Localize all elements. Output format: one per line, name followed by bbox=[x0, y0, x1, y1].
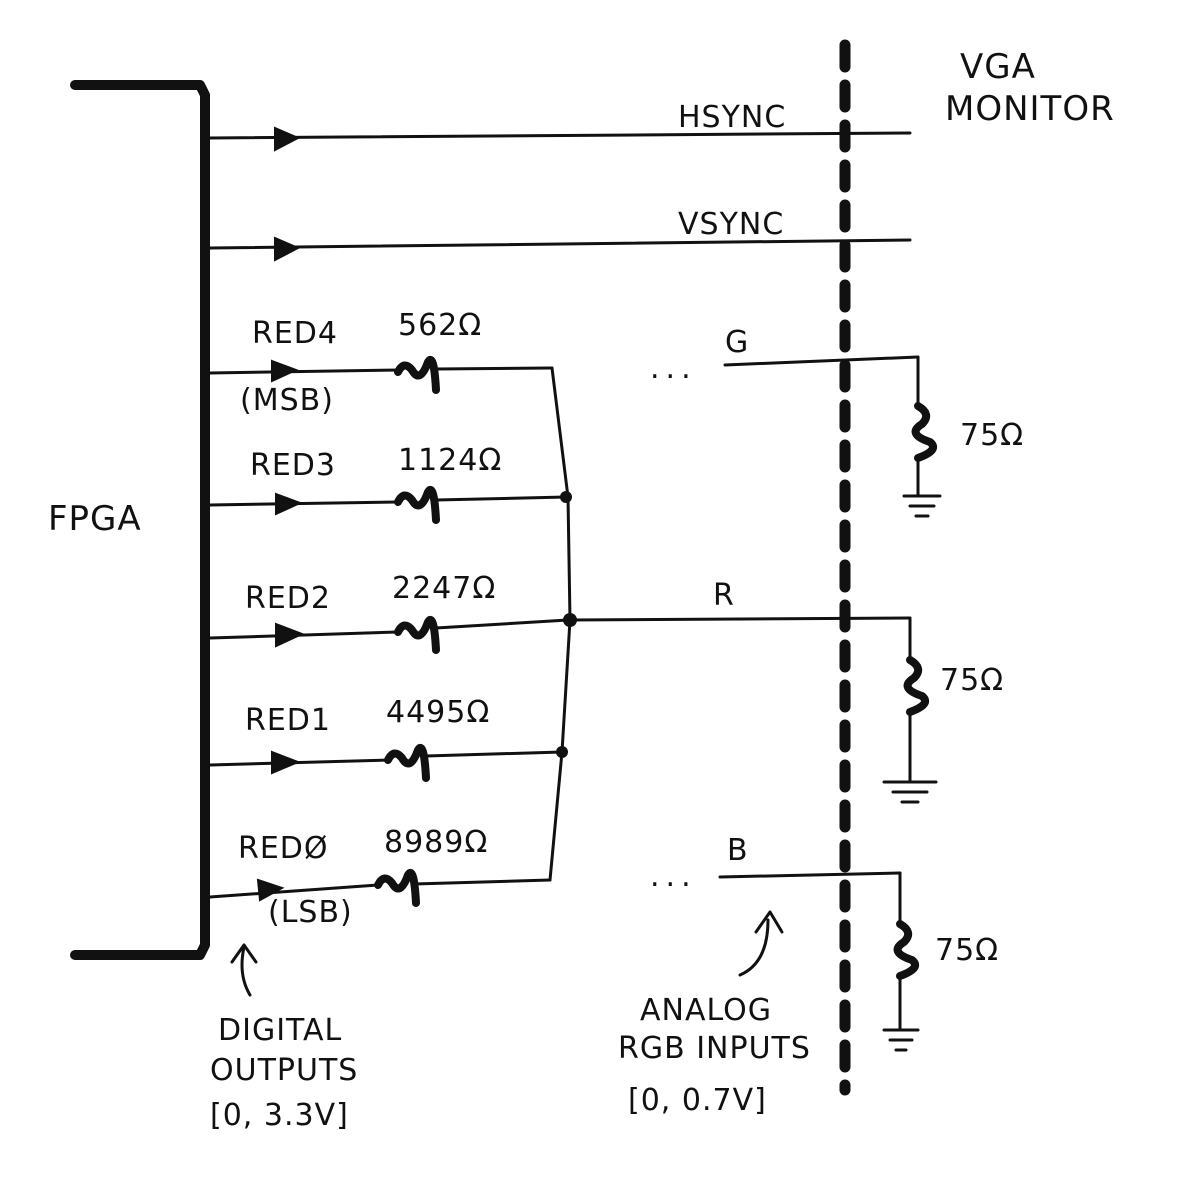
fpga-label: FPGA bbox=[48, 499, 142, 539]
red4-resistor-value: 562Ω bbox=[398, 308, 482, 343]
r-wire bbox=[568, 616, 912, 622]
red3-label: RED3 bbox=[250, 448, 336, 483]
monitor-title-line2: MONITOR bbox=[945, 89, 1115, 129]
red3-resistor bbox=[394, 486, 440, 524]
r-label: R bbox=[713, 578, 735, 613]
red1-wire-out bbox=[424, 750, 564, 758]
red3-arrow-icon bbox=[275, 492, 303, 516]
b-termination-value: 75Ω bbox=[935, 933, 999, 968]
red4-resistor bbox=[394, 356, 440, 394]
digital-note-arrow-icon bbox=[230, 943, 258, 997]
red2-label: RED2 bbox=[245, 581, 331, 616]
red0-note: (LSB) bbox=[268, 895, 353, 930]
red1-label: RED1 bbox=[245, 703, 331, 738]
red0-resistor bbox=[374, 869, 420, 907]
red2-wire-in bbox=[208, 630, 400, 640]
red3-resistor-value: 1124Ω bbox=[398, 443, 502, 478]
r-ground-icon bbox=[882, 780, 938, 804]
red4-wire-in bbox=[208, 368, 402, 375]
g-label: G bbox=[725, 325, 749, 360]
b-termination-resistor bbox=[893, 920, 919, 980]
r-termination-value: 75Ω bbox=[940, 663, 1004, 698]
red3-junction bbox=[560, 491, 572, 503]
red4-label: RED4 bbox=[252, 316, 338, 351]
analog-note-line3: [0, 0.7V] bbox=[628, 1083, 767, 1118]
g-termination-value: 75Ω bbox=[960, 418, 1024, 453]
red2-wire-out bbox=[434, 618, 570, 630]
red4-arrow-icon bbox=[271, 359, 299, 383]
g-wire bbox=[723, 355, 920, 367]
g-ellipsis: ... bbox=[650, 351, 697, 386]
digital-note-line1: DIGITAL bbox=[218, 1013, 342, 1048]
red0-arrow-icon bbox=[256, 878, 285, 902]
red0-resistor-value: 8989Ω bbox=[384, 825, 488, 860]
red4-note: (MSB) bbox=[240, 383, 334, 418]
vsync-arrow-icon bbox=[274, 236, 301, 262]
analog-note-line2: RGB INPUTS bbox=[618, 1031, 811, 1066]
red2-resistor bbox=[394, 616, 440, 654]
red4-wire-out bbox=[434, 366, 554, 371]
red1-wire-in bbox=[208, 758, 392, 767]
red2-resistor-value: 2247Ω bbox=[392, 571, 496, 606]
g-termination-resistor bbox=[911, 402, 937, 462]
b-ground-icon bbox=[882, 1028, 920, 1052]
red3-wire-in bbox=[208, 500, 400, 507]
red0-wire-out bbox=[412, 878, 552, 886]
vsync-label: VSYNC bbox=[678, 207, 784, 242]
analog-note-line1: ANALOG bbox=[640, 993, 772, 1028]
red0-wire-in bbox=[208, 883, 380, 899]
r-termination-resistor bbox=[903, 656, 929, 716]
vsync-wire bbox=[208, 238, 912, 250]
red2-arrow-icon bbox=[275, 622, 305, 648]
analog-note-arrow-icon bbox=[738, 910, 784, 977]
red1-junction bbox=[556, 746, 568, 758]
digital-note-line3: [0, 3.3V] bbox=[210, 1098, 349, 1133]
red1-arrow-icon bbox=[271, 750, 301, 775]
b-wire bbox=[718, 871, 902, 879]
monitor-title-line1: VGA bbox=[960, 47, 1036, 87]
digital-note-line2: OUTPUTS bbox=[210, 1053, 358, 1088]
hsync-arrow-icon bbox=[274, 126, 301, 152]
b-label: B bbox=[727, 833, 749, 868]
g-ground-icon bbox=[902, 494, 942, 518]
red0-label: REDØ bbox=[238, 831, 329, 866]
hsync-label: HSYNC bbox=[678, 100, 786, 135]
b-ellipsis: ... bbox=[650, 859, 697, 894]
red3-wire-out bbox=[434, 495, 568, 502]
red1-resistor-value: 4495Ω bbox=[386, 695, 490, 730]
red1-resistor bbox=[384, 744, 430, 782]
fpga-bracket bbox=[70, 80, 210, 960]
hsync-wire bbox=[208, 131, 912, 140]
